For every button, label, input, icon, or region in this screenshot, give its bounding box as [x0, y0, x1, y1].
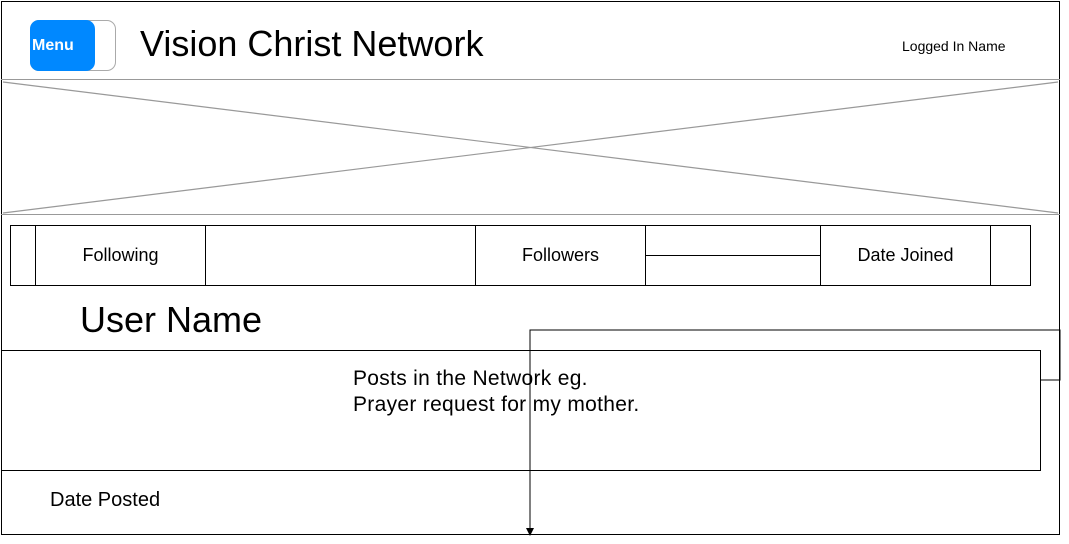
following-label: Following	[82, 245, 159, 265]
date-joined-label: Date Joined	[857, 245, 954, 265]
post-content: Posts in the Network eg. Prayer request …	[353, 366, 639, 418]
post-line-1: Posts in the Network eg.	[353, 367, 588, 390]
following-tab[interactable]: Following	[35, 225, 206, 286]
post-card[interactable]	[1, 350, 1041, 471]
banner-image-placeholder	[1, 80, 1060, 215]
post-line-2: Prayer request for my mother.	[353, 393, 640, 416]
header-bar	[1, 1, 1060, 80]
date-posted: Date Posted	[50, 489, 161, 511]
logged-in-user[interactable]: Logged In Name	[902, 38, 1006, 54]
app-title: Vision Christ Network	[140, 23, 484, 64]
menu-button[interactable]: Menu	[30, 20, 95, 71]
image-placeholder-icon	[2, 81, 1059, 214]
followers-label: Followers	[521, 245, 600, 265]
stats-divider	[645, 255, 821, 256]
user-name: User Name	[80, 299, 263, 340]
